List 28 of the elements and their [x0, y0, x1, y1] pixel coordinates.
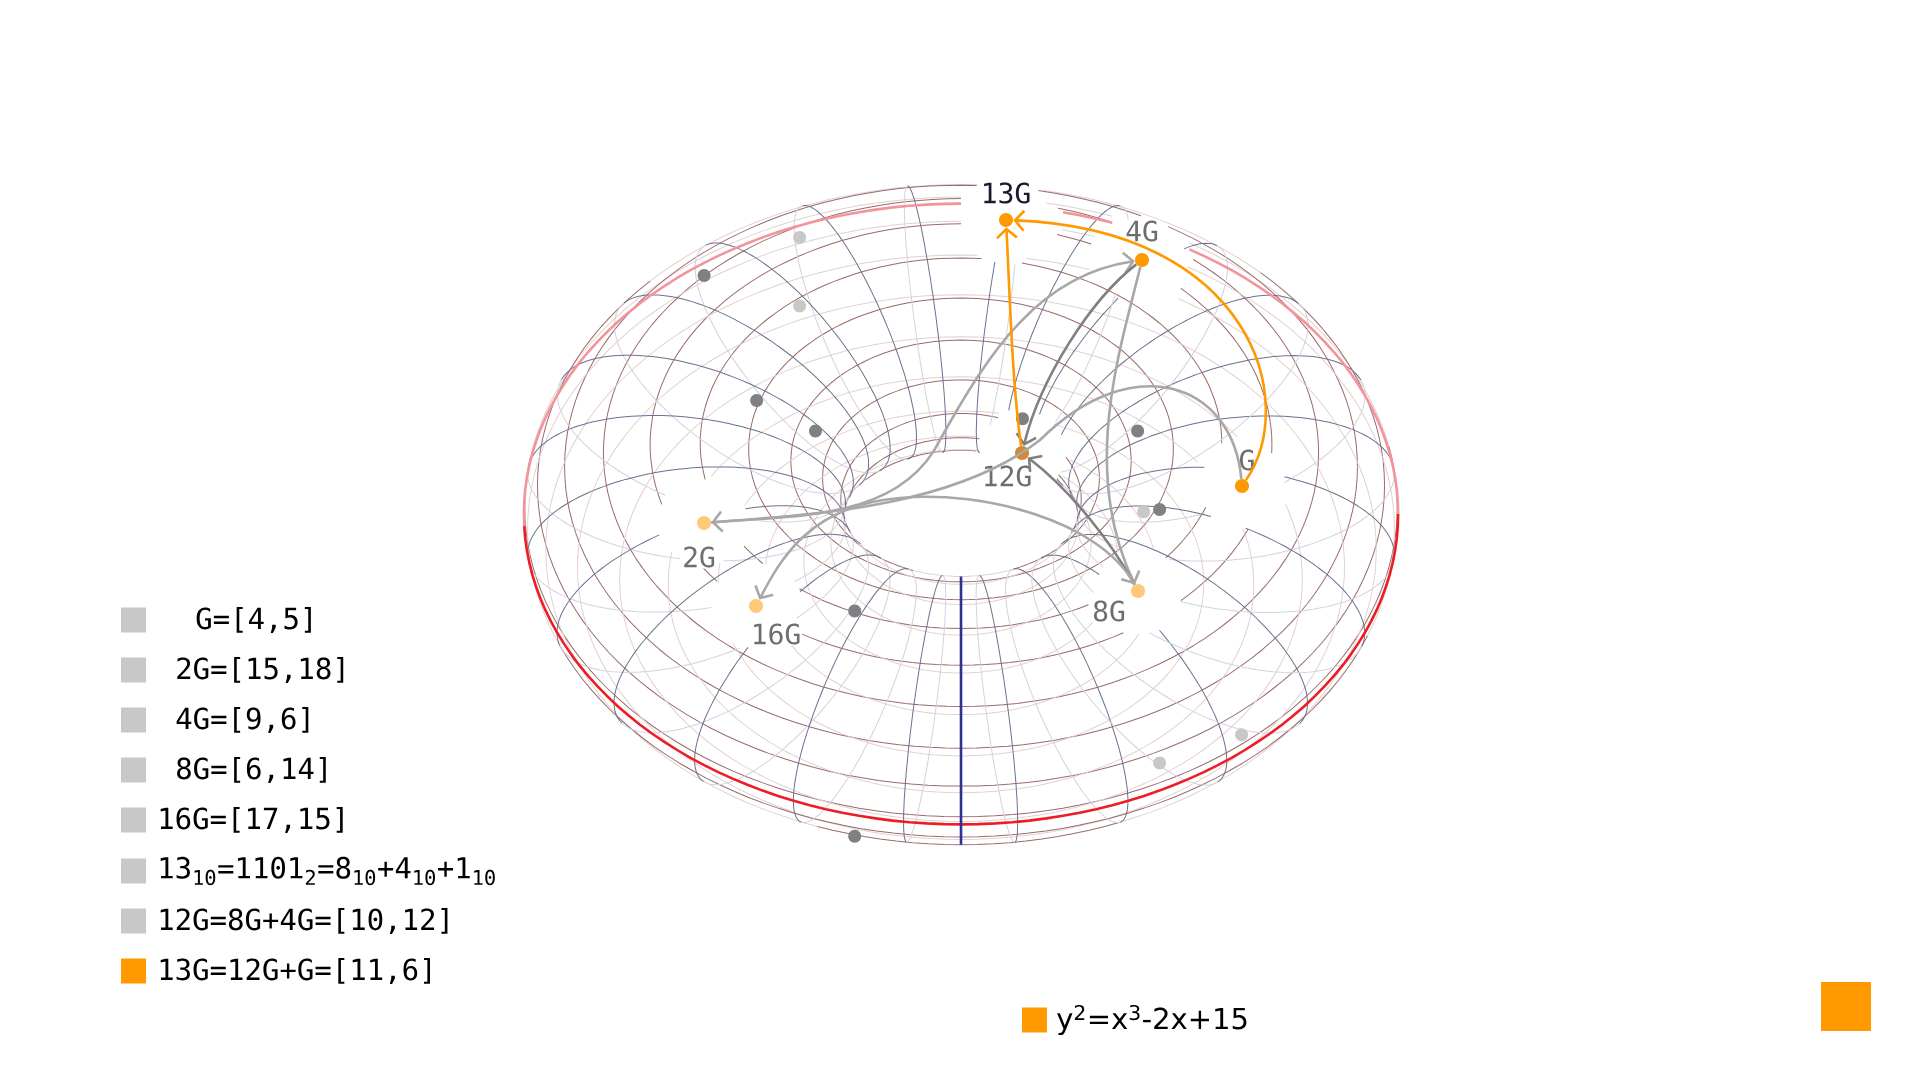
arrow [754, 495, 1136, 600]
point-label: 12G [980, 464, 1034, 488]
arrow [711, 251, 1135, 524]
arrow [1105, 266, 1142, 585]
legend-text: 16G=[17,15] [160, 806, 343, 834]
point-label: 16G [749, 622, 803, 646]
point-dot [749, 599, 763, 613]
point-dot [1135, 253, 1149, 267]
arrow [1013, 209, 1267, 481]
point-dot [1015, 446, 1029, 460]
arrow [711, 385, 1243, 533]
legend-text: 12G=8G+4G=[10,12] [160, 907, 448, 935]
legend-text: 8G=[6,14] [177, 756, 326, 784]
point-label: 13G [979, 181, 1033, 205]
legend-text: 13G=12G+G=[11,6] [160, 957, 430, 985]
point-dot [1131, 584, 1145, 598]
legend-text: y$^{2}$=x$^{3}$-2x+15 [1057, 1004, 1247, 1036]
point-label: 8G [1091, 599, 1127, 623]
legend-text: G=[4,5] [196, 606, 311, 634]
arrow [996, 227, 1023, 447]
legend-text: 13$_{10}$=1101$_{2}$=8$_{10}$+4$_{10}$+1$_{10}$ [160, 856, 495, 886]
point-label: 4G [1124, 219, 1160, 243]
point-dot [999, 213, 1013, 227]
point-label: 2G [681, 545, 717, 569]
arrow [1015, 263, 1138, 446]
point-dot [697, 516, 711, 530]
legend-text: 4G=[9,6] [176, 706, 309, 734]
legend-text: 2G=[15,18] [177, 656, 344, 684]
